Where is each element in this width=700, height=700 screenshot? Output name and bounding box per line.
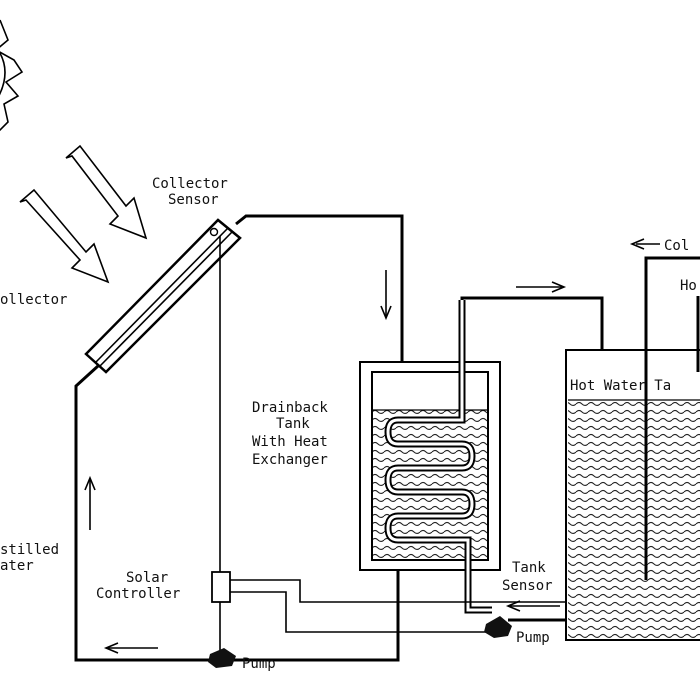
tank-sensor-label-1: Tank	[512, 560, 546, 576]
heat-exchanger-coil	[384, 300, 492, 614]
cold-arrow	[629, 238, 660, 250]
drainback-label-4: Exchanger	[252, 452, 328, 468]
pump-left-label: Pump	[242, 656, 276, 672]
tank-sensor-wire	[230, 579, 582, 603]
hot-water-label: Ho	[680, 278, 697, 294]
cold-water-pipe	[644, 256, 700, 580]
tank-sensor-label-2: Sensor	[502, 578, 553, 594]
drainback-label-1: Drainback	[252, 400, 328, 416]
flow-arrow-down	[380, 270, 392, 321]
cold-water-label: Col	[664, 238, 689, 254]
hot-water-tank	[565, 349, 700, 641]
collector-sensor-icon	[209, 227, 219, 237]
exchanger-to-tank-pipe	[460, 296, 604, 360]
distilled-water-label-1: stilled	[0, 542, 59, 558]
drainback-label-3: With Heat	[252, 434, 328, 450]
flow-arrow-right	[516, 281, 567, 293]
pump-left-icon	[208, 648, 236, 668]
pump-right-label: Pump	[516, 630, 550, 646]
solar-controller-label-2: Controller	[96, 586, 180, 602]
collector-sensor-label-1: Collector	[152, 176, 228, 192]
pump-right-icon	[484, 616, 512, 638]
hot-water-tank-label: Hot Water Ta	[570, 378, 671, 394]
sunlight-arrow-1	[65, 144, 148, 240]
sun-icon	[0, 19, 24, 132]
distilled-water-label-2: ater	[0, 558, 34, 574]
collector-sensor-label-2: Sensor	[168, 192, 219, 208]
collector-outlet-pipe	[235, 214, 404, 375]
collector-label: ollector	[0, 292, 67, 308]
pump-control-wire	[230, 591, 486, 633]
solar-controller-label-1: Solar	[126, 570, 168, 586]
collector-inlet-pipe	[74, 364, 210, 662]
sunlight-arrow-2	[19, 188, 110, 284]
solar-controller-box	[211, 571, 231, 603]
drainback-label-2: Tank	[276, 416, 310, 432]
drainback-outlet-pipe	[232, 555, 400, 662]
flow-arrow-left	[103, 642, 158, 654]
solar-collector	[84, 218, 242, 374]
flow-arrow-up	[84, 475, 96, 530]
